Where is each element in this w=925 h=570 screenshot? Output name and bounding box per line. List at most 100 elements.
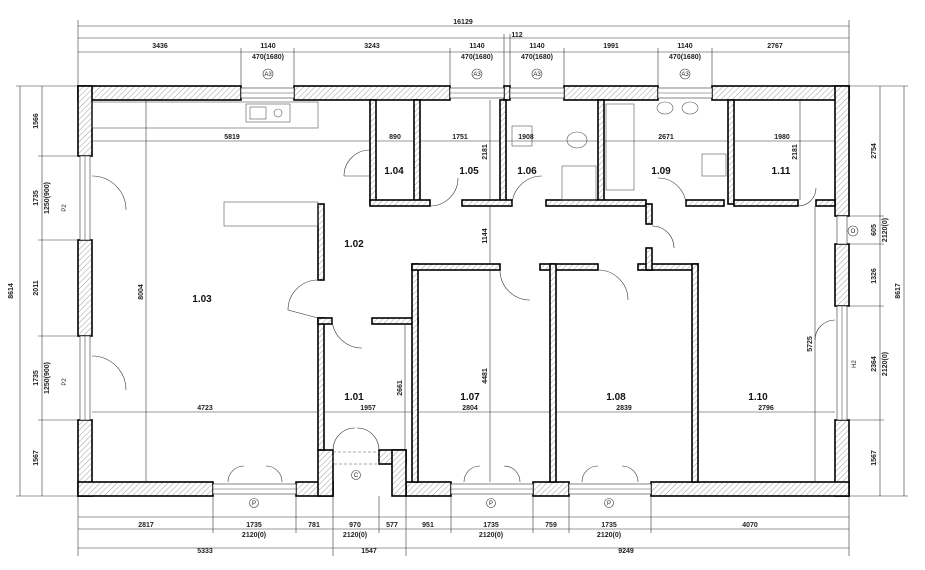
room-1-01: 1.01 [344,392,364,403]
room-1-04: 1.04 [384,166,404,177]
dim-right-1567: 1567 [871,450,878,466]
dim-1957: 1957 [360,405,376,412]
dim-2671: 2671 [658,134,674,141]
dim-bottom-1735-a: 1735 [246,522,262,529]
window-tags-top: A3 A3 A3 A3 [262,68,691,80]
window-size-left-a: 1250(900) [44,182,51,214]
toilet-icon-2 [656,101,674,115]
dim-right-2754: 2754 [871,143,878,159]
room-1-10: 1.10 [748,392,768,403]
bathtub-icon [605,103,635,191]
window-size-right-b: 2120(0) [882,352,889,376]
window-size-bottom-a: 2120(0) [242,532,266,539]
tag-a3-3: A3 [533,72,541,78]
dim-top-3436: 3436 [152,43,168,50]
dim-top-1140-a: 1140 [260,43,275,50]
room-1-06: 1.06 [517,166,537,177]
tag-p-3: P [607,501,611,507]
dim-bottom-1547: 1547 [361,548,377,555]
dim-1980: 1980 [774,134,790,141]
window-size-top-b: 470(1680) [461,54,493,61]
dim-bottom-577: 577 [386,522,398,529]
dim-bottom-781: 781 [308,522,320,529]
window-size-bottom-b: 2120(0) [479,532,503,539]
overall-height-right: 8617 [895,283,902,299]
bottom-dimensions: 2817 1735 2120(0) 781 970 2120(0) 577 95… [77,496,850,556]
windows [79,87,848,495]
dim-8004: 8004 [138,284,145,300]
dim-4723: 4723 [197,405,213,412]
top-dimensions: 16129 112 3436 1140 3243 1140 1140 1991 … [77,19,850,90]
window-size-right-a: 2120(0) [882,218,889,242]
dim-right-2364: 2364 [871,356,878,372]
left-dimensions: 8614 1566 1735 1250(900) 2011 1735 1250(… [8,85,78,497]
dim-right-605: 605 [871,224,878,236]
dim-top-1140-b: 1140 [469,43,484,50]
dim-bottom-5333: 5333 [197,548,213,555]
counter-island [223,201,319,227]
tag-a3-4: A3 [681,72,689,78]
dim-bottom-759: 759 [545,522,557,529]
dim-bottom-4070: 4070 [742,522,758,529]
window-size-top-c: 470(1680) [521,54,553,61]
dim-2796: 2796 [758,405,774,412]
room-1-11: 1.11 [772,166,791,177]
tag-p-2: P [489,501,493,507]
overall-height-left: 8614 [8,283,15,299]
tag-p-1: P [252,501,256,507]
door-size-bottom: 2120(0) [343,532,367,539]
washbasin-icon [511,125,533,147]
dim-890: 890 [389,134,401,141]
washbasin-icon-2 [701,153,727,177]
tag-o: O [851,229,856,235]
bidet-icon [681,101,699,115]
dim-2661: 2661 [397,380,404,396]
tag-a3-1: A3 [264,72,272,78]
dim-5725: 5725 [807,336,814,352]
dim-bottom-1735-c: 1735 [601,522,617,529]
dim-left-1735-a: 1735 [33,190,40,206]
dim-top-1991: 1991 [603,43,619,50]
dim-left-2011: 2011 [33,280,40,295]
overall-width-label: 16129 [453,19,473,26]
dim-bottom-951: 951 [422,522,434,529]
tag-p2-b: P2 [62,378,68,386]
dim-1751: 1751 [452,134,468,141]
tag-a3-2: A3 [473,72,481,78]
room-1-05: 1.05 [459,166,479,177]
dim-bottom-1735-b: 1735 [483,522,499,529]
toilet-icon [566,131,588,149]
room-labels: 1.03 1.04 1.05 1.06 1.09 1.11 1.02 1.01 … [192,166,791,403]
shower-icon [561,165,597,201]
window-size-top-a: 470(1680) [252,54,284,61]
dim-bottom-970: 970 [349,522,361,529]
dim-top-112: 112 [511,32,522,39]
window-size-bottom-c: 2120(0) [597,532,621,539]
dim-bottom-9249: 9249 [618,548,634,555]
room-1-09: 1.09 [651,166,671,177]
doors [91,149,836,483]
interior-walls [317,99,836,483]
tag-p2-a: P2 [62,204,68,212]
room-1-03: 1.03 [192,294,212,305]
inner-dimensions: 5819 890 1751 1908 2671 1980 2181 2181 1… [92,100,835,482]
dim-1908: 1908 [518,134,534,141]
room-1-02: 1.02 [344,239,364,250]
right-dimensions: 8617 2754 605 2120(0) 1326 2364 2120(0) … [847,85,908,497]
room-1-08: 1.08 [606,392,626,403]
tag-h2: H2 [852,360,858,368]
dim-2804: 2804 [462,405,478,412]
dim-4481: 4481 [482,368,489,384]
window-size-left-b: 1250(900) [44,362,51,394]
dim-top-1140-c: 1140 [529,43,544,50]
dim-1144: 1144 [482,228,489,243]
dim-top-2767: 2767 [767,43,783,50]
dim-top-1140-d: 1140 [677,43,692,50]
dim-left-1567: 1567 [33,450,40,466]
dim-left-1566: 1566 [33,113,40,129]
dim-5819: 5819 [224,134,240,141]
tag-c: C [354,473,359,479]
dim-left-1735-b: 1735 [33,370,40,386]
dim-2181-b: 2181 [792,144,799,160]
room-1-07: 1.07 [460,392,480,403]
